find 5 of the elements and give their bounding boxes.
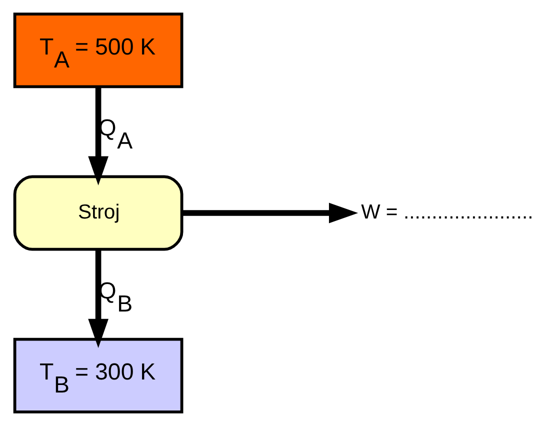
arrow (182, 202, 358, 224)
arrow (88, 86, 108, 186)
arrow (88, 250, 108, 348)
node-box: Stroj (12, 175, 183, 251)
node-text: W = ....................... (360, 201, 533, 224)
